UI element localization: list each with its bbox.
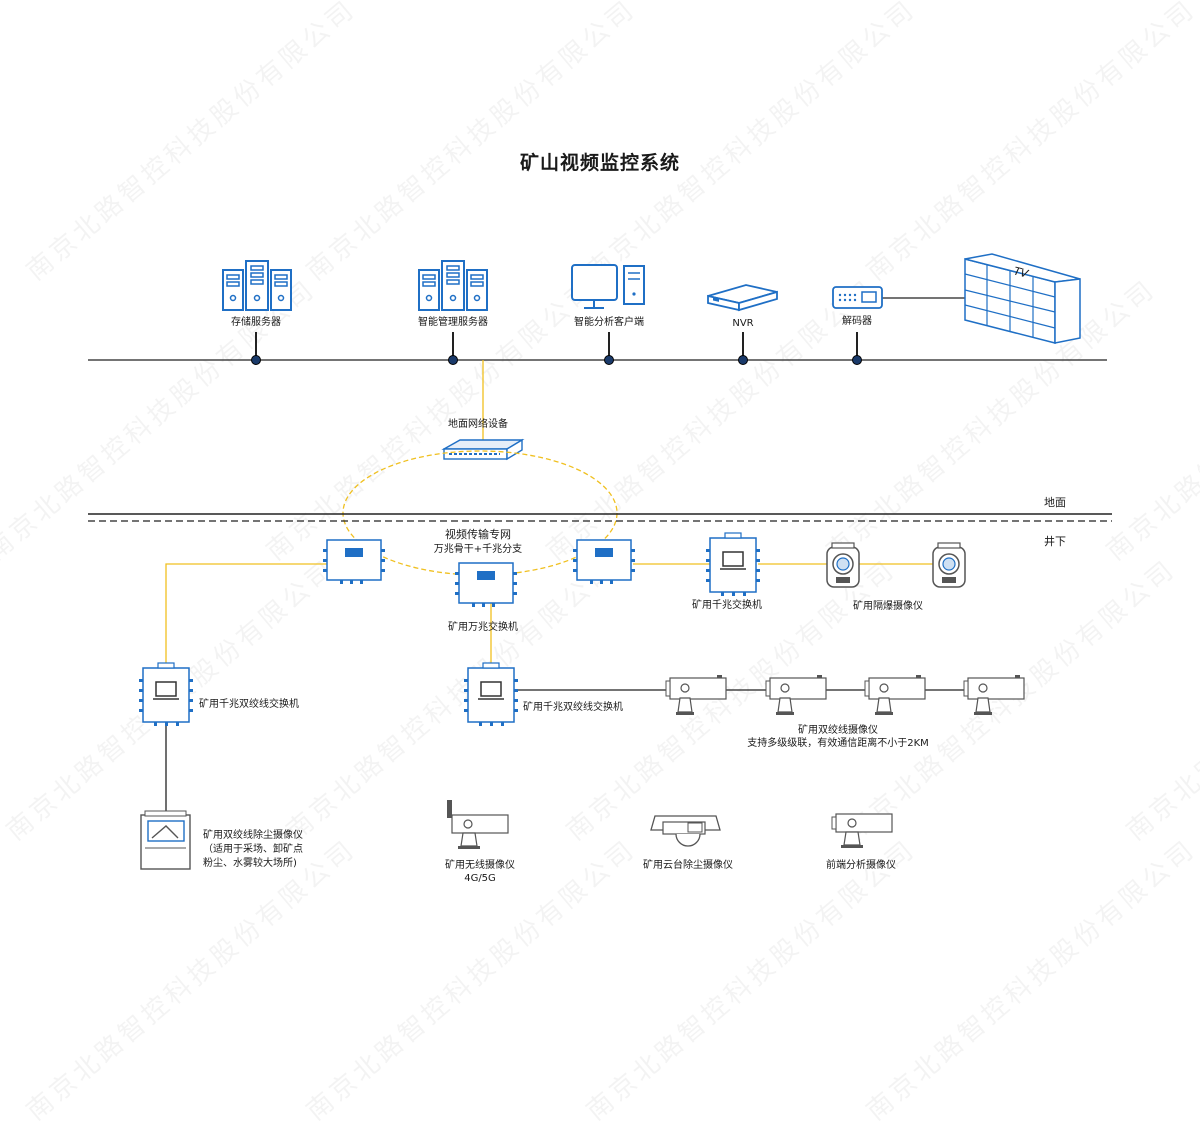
twisted-switch-left-label: 矿用千兆双绞线交换机 xyxy=(199,699,299,710)
ring-switch-10g-icon xyxy=(454,562,518,608)
analysis-client-label: 智能分析客户端 xyxy=(574,317,644,328)
tv-wall-icon xyxy=(964,253,1081,344)
page-title: 矿山视频监控系统 xyxy=(519,152,681,174)
storage-server-label: 存储服务器 xyxy=(231,317,281,328)
ring-title-label: 视频传输专网 xyxy=(445,528,511,541)
mine-1g-switch-icon xyxy=(705,532,761,597)
ptz-dust-camera-label: 矿用云台除尘摄像仪 xyxy=(643,860,733,871)
twisted-camera-label-2: 支持多级级联，有效通信距离不小于2KM xyxy=(747,738,929,749)
ring-switch-right-icon xyxy=(572,539,636,585)
ring-switch-left-icon xyxy=(322,539,386,585)
ring-subtitle-label: 万兆骨干+千兆分支 xyxy=(433,544,523,555)
smart-mgmt-server-icon xyxy=(418,260,488,311)
analysis-client-icon xyxy=(571,264,645,309)
dust-camera-label-1: 矿用双绞线除尘摄像仪 xyxy=(203,830,303,841)
topology-svg: TV xyxy=(88,253,1112,870)
wireless-camera-label-1: 矿用无线摄像仪 xyxy=(445,860,515,871)
tv-label: TV xyxy=(1012,265,1030,281)
nvr-label: NVR xyxy=(732,318,754,329)
wireless-camera-label-2: 4G/5G xyxy=(464,873,496,884)
twisted-camera-icon xyxy=(864,674,926,716)
flameproof-camera-icon xyxy=(932,542,966,588)
twisted-switch-mid-icon xyxy=(463,662,519,727)
zone-surface-label: 地面 xyxy=(1044,496,1066,509)
ground-network-device-icon xyxy=(441,438,525,461)
twisted-camera-icon xyxy=(963,674,1025,716)
flameproof-camera-label: 矿用隔爆摄像仪 xyxy=(853,601,923,612)
storage-server-icon xyxy=(222,260,292,311)
decoder-label: 解码器 xyxy=(842,316,872,327)
wireless-camera-icon xyxy=(447,800,509,849)
bus-port-nvr xyxy=(738,332,748,365)
bus-port-storage xyxy=(251,332,261,365)
dust-camera-label-3: 粉尘、水雾较大场所) xyxy=(203,858,297,869)
bus-port-decoder xyxy=(852,332,862,365)
flameproof-camera-icon xyxy=(826,542,860,588)
dust-camera-label-2: （适用于采场、卸矿点 xyxy=(203,844,303,855)
edge-analysis-camera-label: 前端分析摄像仪 xyxy=(826,860,896,871)
bus-port-client xyxy=(604,332,614,365)
bus-port-smart-mgmt xyxy=(448,332,458,365)
mine-1g-switch-label: 矿用千兆交换机 xyxy=(692,600,762,611)
twisted-camera-icon xyxy=(765,674,827,716)
twisted-switch-mid-label: 矿用千兆双绞线交换机 xyxy=(523,702,623,713)
nvr-icon xyxy=(707,284,778,312)
smart-mgmt-server-label: 智能管理服务器 xyxy=(418,317,488,328)
twisted-switch-left-icon xyxy=(138,662,194,727)
zone-underground-label: 井下 xyxy=(1044,535,1066,548)
twisted-camera-icon xyxy=(665,674,727,716)
twisted-camera-label-1: 矿用双绞线摄像仪 xyxy=(798,725,878,736)
dust-camera-icon xyxy=(140,810,191,870)
decoder-icon xyxy=(832,286,883,309)
mine-10g-switch-label: 矿用万兆交换机 xyxy=(448,622,518,633)
ground-network-label: 地面网络设备 xyxy=(448,419,508,430)
ptz-dust-camera-icon xyxy=(650,815,721,847)
edge-analysis-camera-icon xyxy=(831,813,893,848)
